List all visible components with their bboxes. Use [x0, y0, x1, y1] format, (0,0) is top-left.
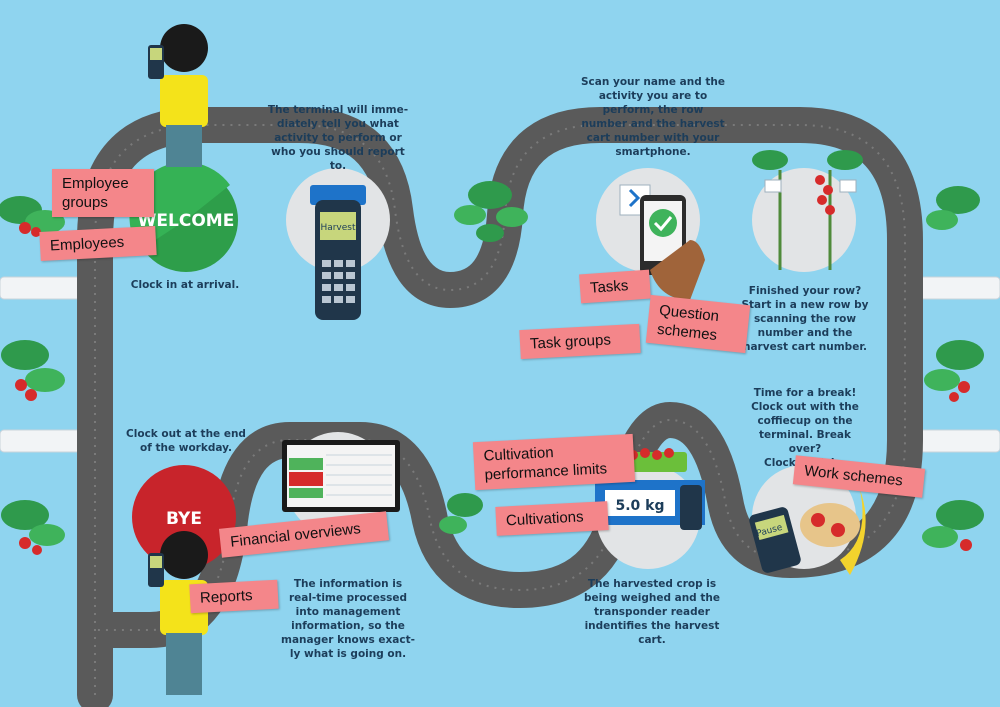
terminal-screen-text: Harvest	[320, 223, 356, 233]
tag-tasks[interactable]: Tasks	[579, 269, 651, 304]
banana-icon	[840, 490, 866, 575]
tag-cultivations[interactable]: Cultivations	[495, 501, 609, 536]
tomato-plant-icons	[0, 181, 984, 555]
monitor-station	[282, 432, 400, 536]
keypad-icon	[322, 260, 355, 303]
scale-station: 5.0 kg	[595, 448, 705, 569]
scale-readout: 5.0 kg	[615, 498, 664, 514]
sandwich-icon	[800, 503, 860, 547]
break-station: Pause	[749, 465, 866, 575]
smartphone-scan-station	[596, 168, 705, 300]
rails	[0, 276, 1000, 453]
tag-employees[interactable]: Employees	[39, 225, 157, 262]
checkmark-icon	[649, 209, 677, 237]
tomato-row-station	[752, 150, 863, 272]
caption-terminal: The terminal will imme-diately tell you …	[267, 104, 409, 172]
hand-icon	[650, 240, 705, 300]
welcome-label: WELCOME	[138, 211, 235, 231]
terminal-station: Harvest	[286, 168, 390, 320]
bye-label: BYE	[166, 509, 202, 529]
tag-reports[interactable]: Reports	[189, 579, 279, 614]
bye-station: BYE	[132, 465, 236, 569]
caption-clock-in: Clock in at arrival.	[130, 279, 240, 291]
worker-figure-top	[148, 24, 208, 167]
